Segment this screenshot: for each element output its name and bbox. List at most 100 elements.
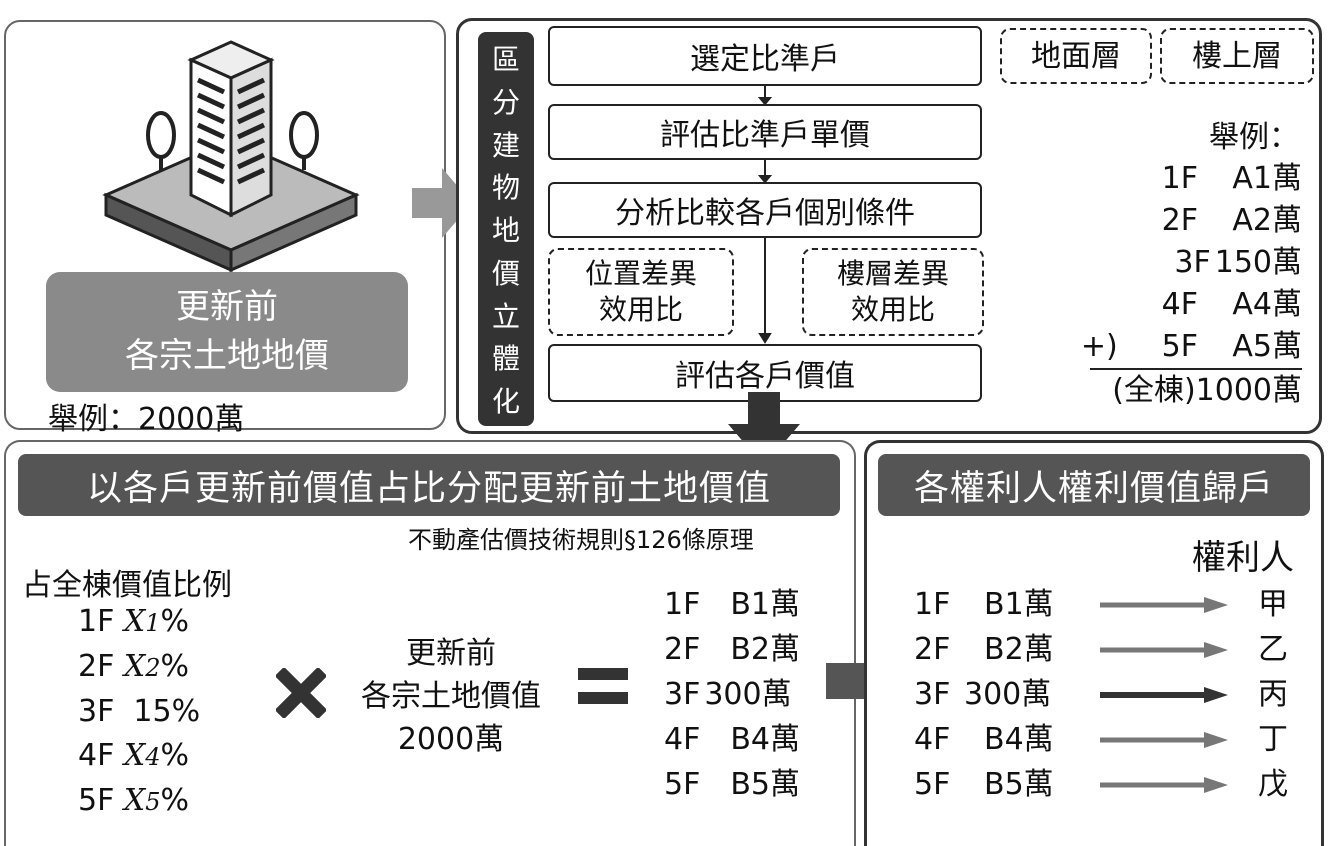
vertical-char: 物 xyxy=(491,171,520,205)
example-floor: 1F xyxy=(1161,161,1198,196)
ratio-heading: 占全棟價值比例 xyxy=(22,568,232,603)
rights-floor: 5F xyxy=(914,767,951,802)
caption-line2: 各宗土地地價 xyxy=(125,336,329,376)
allocation-title: 以各戶更新前價值占比分配更新前土地價值 xyxy=(18,454,840,516)
rights-owner: 乙 xyxy=(1258,632,1288,667)
vertical-label-bar: 區 分 建 物 地 價 立 體 化 xyxy=(478,32,534,426)
tag-ground-floor: 地面層 xyxy=(1000,28,1152,84)
example-floor: 2F xyxy=(1161,203,1198,238)
rights-value: B5萬 xyxy=(984,767,1054,802)
land-value-example: 舉例：2000萬 xyxy=(48,402,245,437)
example-value: A1萬 xyxy=(1232,161,1302,196)
example-row: 2F A2萬 xyxy=(1090,200,1302,242)
result-floor: 1F xyxy=(664,587,701,622)
example-floor: 4F xyxy=(1161,287,1198,322)
ratio-row: 3F 15% xyxy=(78,690,200,734)
vertical-char: 地 xyxy=(491,214,520,247)
land-value-block: 更新前 各宗土地價值 2000萬 xyxy=(340,632,562,761)
factor-location: 位置差異效用比 xyxy=(548,248,734,336)
ratio-variable: X xyxy=(123,738,146,773)
flow-connectors xyxy=(757,86,773,344)
result-value: 300萬 xyxy=(704,677,792,712)
example-row: 1F A1萬 xyxy=(1090,158,1302,200)
rights-floor: 1F xyxy=(914,587,951,622)
land-value-panel: 更新前 各宗土地地價 舉例：2000萬 xyxy=(4,20,446,437)
down-arrow-icon xyxy=(728,392,800,466)
tag-upper-floor: 樓上層 xyxy=(1160,28,1314,84)
result-floor: 5F xyxy=(664,767,701,802)
example-floor: 5F xyxy=(1161,329,1198,364)
ratio-floor: 5F xyxy=(78,783,115,818)
equals-icon xyxy=(578,668,628,704)
ratio-variable: X xyxy=(123,649,146,684)
factor-floor-line1: 樓層差異 xyxy=(836,256,949,290)
ratio-floor: 2F xyxy=(78,649,115,684)
example-value: A2萬 xyxy=(1232,203,1302,238)
rights-owner: 丁 xyxy=(1258,722,1288,757)
example-value: 150萬 xyxy=(1214,245,1302,280)
building-illustration xyxy=(102,40,360,273)
result-row: 2F B2萬 xyxy=(664,627,800,672)
ratio-pct: % xyxy=(160,649,190,684)
arrow-right-icon xyxy=(1100,641,1228,658)
land-value-line1: 更新前 xyxy=(406,636,496,671)
result-value: B2萬 xyxy=(730,632,801,667)
ratio-variable: X xyxy=(123,783,146,818)
vertical-char: 立 xyxy=(491,299,520,333)
factor-floor-line2: 效用比 xyxy=(850,293,935,326)
example-total: (全棟)1000萬 xyxy=(1112,373,1302,408)
result-value: B1萬 xyxy=(730,587,801,622)
ratio-subscript: 5 xyxy=(145,788,161,816)
ratio-subscript: 1 xyxy=(145,609,161,637)
result-floor: 3F xyxy=(664,677,701,712)
rights-owner: 戊 xyxy=(1258,767,1288,802)
land-value-line2: 各宗土地價值 xyxy=(361,679,541,714)
flow-step-analyze: 分析比較各戶個別條件 xyxy=(548,182,982,238)
arrow-right-icon xyxy=(1100,776,1228,793)
ratio-pct: 15% xyxy=(133,694,201,729)
rights-title: 各權利人權利價值歸戶 xyxy=(878,454,1310,516)
vertical-char: 分 xyxy=(491,85,520,119)
flow-step-select: 選定比準戶 xyxy=(548,26,982,86)
result-row: 5F B5萬 xyxy=(664,762,800,807)
result-floor: 2F xyxy=(664,632,701,667)
vertical-char: 化 xyxy=(491,385,520,418)
example-heading: 舉例： xyxy=(1209,120,1299,155)
land-value-caption: 更新前 各宗土地地價 xyxy=(46,272,408,392)
multiply-icon xyxy=(276,668,326,718)
arrow-right-icon xyxy=(1100,686,1228,703)
example-floor: 3F xyxy=(1174,245,1211,280)
result-value: B5萬 xyxy=(730,767,801,802)
ratio-row: 5F X5% xyxy=(78,779,200,824)
ratio-row: 2F X2% xyxy=(78,645,200,690)
ratio-row: 1F X1% xyxy=(78,600,200,645)
rights-value: B2萬 xyxy=(984,632,1054,667)
ratio-pct: % xyxy=(160,604,190,639)
ratio-row: 4F X4% xyxy=(78,734,200,779)
rights-floor: 2F xyxy=(914,632,951,667)
caption-line1: 更新前 xyxy=(176,286,278,327)
rights-row: 5F B5萬 戊 xyxy=(914,762,1288,807)
vertical-char: 體 xyxy=(491,342,520,376)
land-value-line3: 2000萬 xyxy=(397,722,505,757)
vertical-char: 價 xyxy=(491,256,520,290)
rights-floor: 4F xyxy=(914,722,951,757)
ratio-list: 1F X1% 2F X2% 3F 15% 4F X4% 5F X5% xyxy=(78,600,200,824)
rights-value: B1萬 xyxy=(984,587,1054,622)
ratio-subscript: 2 xyxy=(145,654,161,682)
ratio-floor: 1F xyxy=(78,604,115,639)
example-value: A4萬 xyxy=(1232,287,1302,322)
factor-location-line2: 效用比 xyxy=(598,293,683,326)
ratio-pct: % xyxy=(160,783,190,818)
example-row: 4F A4萬 xyxy=(1090,284,1302,326)
vertical-char: 建 xyxy=(491,128,520,162)
allocation-subtitle: 不動產估價技術規則§126條原理 xyxy=(408,526,754,554)
ratio-floor: 4F xyxy=(78,738,115,773)
